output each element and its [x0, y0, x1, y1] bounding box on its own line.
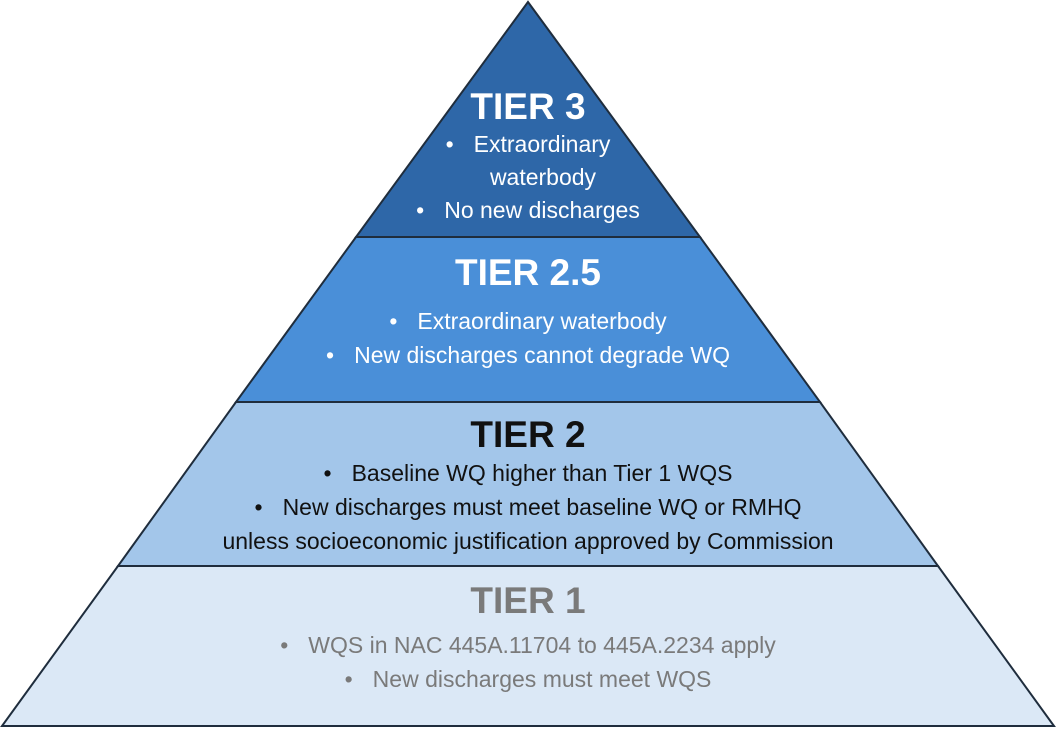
tier25-bullet-2: • New discharges cannot degrade WQ: [0, 338, 1056, 372]
bullet-dot-icon: •: [445, 131, 454, 157]
tier2-bullet-1-text: Baseline WQ higher than Tier 1 WQS: [351, 460, 733, 486]
tier3-title: TIER 3: [470, 86, 586, 127]
tier1-bullet-2-text: New discharges must meet WQS: [372, 666, 712, 692]
tier3-band: [354, 0, 702, 238]
tier1-section: TIER 1 • WQS in NAC 445A.11704 to 445A.22…: [0, 580, 1056, 696]
tier1-bullet-1: • WQS in NAC 445A.11704 to 445A.2234 appl…: [0, 628, 1056, 662]
tier1-bullet-2: • New discharges must meet WQS: [0, 662, 1056, 696]
bullet-dot-icon: •: [416, 197, 425, 223]
tier2-bullet-2: • New discharges must meet baseline WQ or…: [0, 490, 1056, 524]
tier25-bullet-1: • Extraordinary waterbody: [0, 304, 1056, 338]
bullet-dot-icon: •: [389, 308, 398, 334]
tier2-bullet-2-text: New discharges must meet baseline WQ or …: [282, 494, 802, 520]
tier2-bullet-2-continued-text: unless socioeconomic justification appro…: [222, 528, 834, 554]
bullet-dot-icon: •: [326, 342, 335, 368]
tier2-bullet-1: • Baseline WQ higher than Tier 1 WQS: [0, 456, 1056, 490]
tier3-bullet-2: • No new discharges: [0, 194, 1056, 227]
tier1-title: TIER 1: [470, 580, 586, 621]
tier3-bullet-1-continued: waterbody: [0, 161, 1056, 194]
tier3-bullet-1: • Extraordinary: [0, 128, 1056, 161]
tier2-bullet-2-continued: unless socioeconomic justification appro…: [0, 524, 1056, 558]
bullet-dot-icon: •: [254, 494, 263, 520]
tier2-title: TIER 2: [470, 414, 586, 455]
tier25-bullet-2-text: New discharges cannot degrade WQ: [354, 342, 730, 368]
tier25-bullet-1-text: Extraordinary waterbody: [417, 308, 667, 334]
tier1-bullet-1-text: WQS in NAC 445A.11704 to 445A.2234 apply: [308, 632, 776, 658]
bullet-dot-icon: •: [344, 666, 353, 692]
tier2-section: TIER 2 • Baseline WQ higher than Tier 1 W…: [0, 414, 1056, 558]
tier25-section: TIER 2.5 • Extraordinary waterbody • New d…: [0, 252, 1056, 372]
tier25-title: TIER 2.5: [455, 252, 601, 293]
bullet-dot-icon: •: [280, 632, 289, 658]
tier3-section: TIER 3 • Extraordinary waterbody • No new …: [0, 86, 1056, 227]
tier3-bullet-1-continued-text: waterbody: [489, 164, 597, 190]
tier3-bullet-2-text: No new discharges: [444, 197, 640, 223]
tier3-bullet-1-text: Extraordinary: [473, 131, 611, 157]
bullet-dot-icon: •: [323, 460, 332, 486]
